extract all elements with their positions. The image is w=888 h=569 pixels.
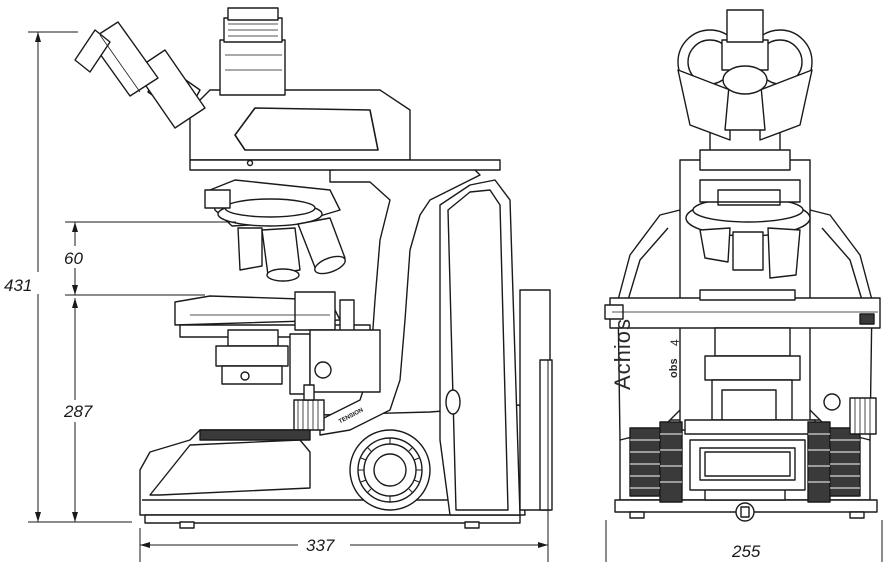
- front-nosepiece: [685, 179, 811, 279]
- side-trinocular-port: [219, 39, 286, 96]
- side-back-column: [439, 179, 521, 516]
- front-condenser: [684, 327, 816, 491]
- front-right-focus-knobs: [807, 421, 861, 503]
- dimension-depth-label: 337: [306, 536, 335, 555]
- side-field-ring: [199, 429, 311, 441]
- front-view: [604, 9, 881, 522]
- side-objectives: [237, 217, 346, 282]
- front-head: [677, 9, 813, 171]
- front-stage-knob: [823, 393, 877, 435]
- brand-numeral-label: 4: [668, 339, 682, 346]
- dimension-objective-gap-label: 60: [64, 249, 83, 268]
- side-view: [74, 7, 553, 529]
- dimension-total-height-label: 431: [4, 276, 33, 295]
- dimension-width-label: 255: [732, 542, 761, 561]
- front-left-focus-knobs: [629, 421, 683, 503]
- brand-suffix-label: obs: [668, 358, 680, 378]
- side-arm: [319, 164, 481, 436]
- side-condenser: [215, 329, 381, 395]
- front-stage: [604, 289, 881, 329]
- side-eyepiece-tube: [74, 21, 206, 129]
- brand-name: Achios: [610, 317, 635, 390]
- side-base-front-panel: [149, 439, 311, 496]
- dimension-stage-height-label: 287: [64, 402, 93, 421]
- brand-name-label: Achios: [610, 318, 636, 390]
